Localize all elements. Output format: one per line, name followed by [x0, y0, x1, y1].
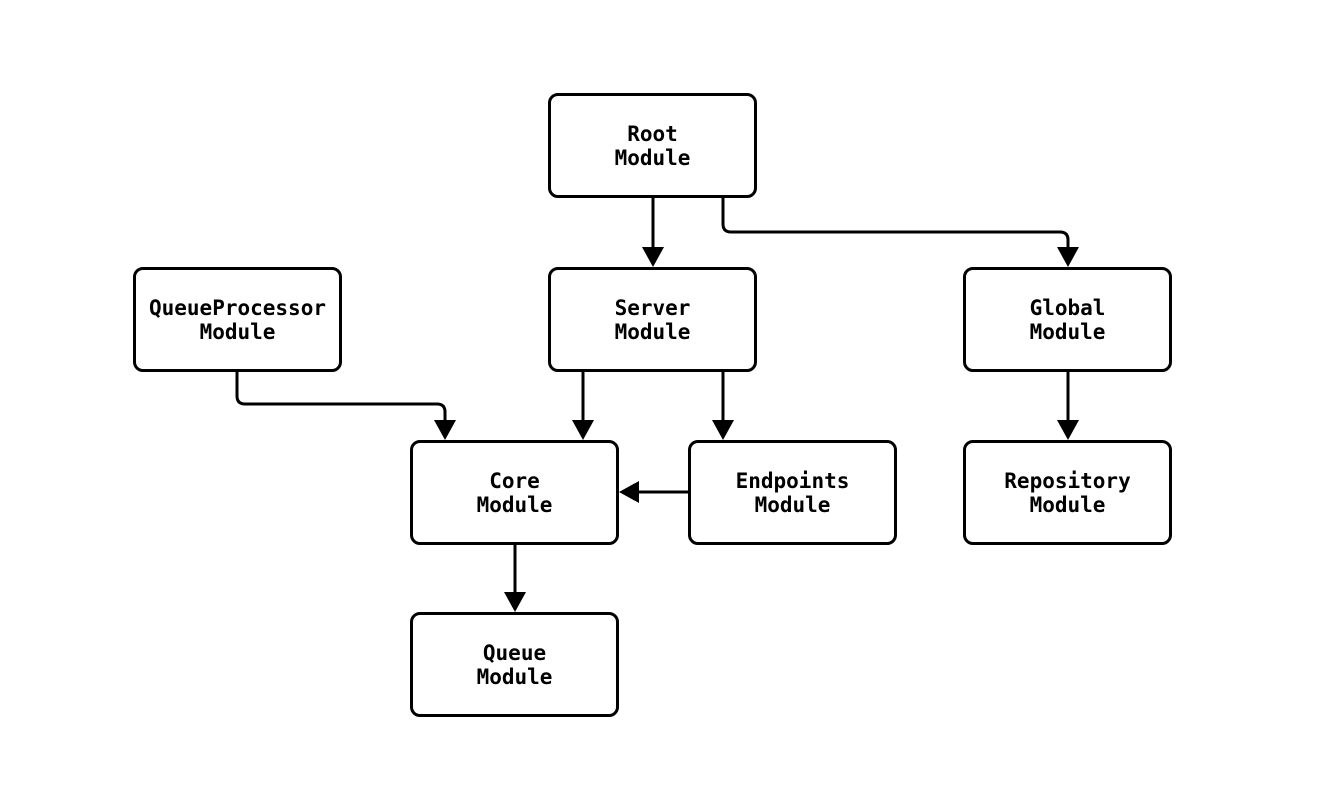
node-label-line: Module: [614, 145, 691, 170]
node-label-line: Root: [627, 121, 678, 146]
node-label-line: Module: [199, 319, 276, 344]
node-server-module: Server Module: [548, 267, 757, 372]
node-endpoints-module: Endpoints Module: [688, 440, 897, 545]
node-label-line: Repository: [1004, 468, 1131, 493]
node-label-line: Core: [489, 468, 540, 493]
node-queueprocessor-module: QueueProcessor Module: [133, 267, 342, 372]
node-global-module: Global Module: [963, 267, 1172, 372]
node-label-line: Module: [754, 492, 831, 517]
node-label-line: Module: [476, 664, 553, 689]
node-label-line: QueueProcessor: [148, 295, 326, 320]
node-queue-module: Queue Module: [410, 612, 619, 717]
edge-root-to-global: [721, 198, 1079, 267]
node-repository-module: Repository Module: [963, 440, 1172, 545]
node-label-line: Module: [1029, 319, 1106, 344]
node-core-module: Core Module: [410, 440, 619, 545]
node-label-line: Queue: [482, 640, 547, 665]
edge-queueprocessor-to-core: [235, 372, 456, 440]
node-label-line: Global: [1029, 295, 1106, 320]
node-label-line: Module: [476, 492, 553, 517]
node-label-line: Server: [614, 295, 691, 320]
node-label-line: Module: [614, 319, 691, 344]
node-label-line: Endpoints: [735, 468, 850, 493]
node-root-module: Root Module: [548, 93, 757, 198]
node-label-line: Module: [1029, 492, 1106, 517]
